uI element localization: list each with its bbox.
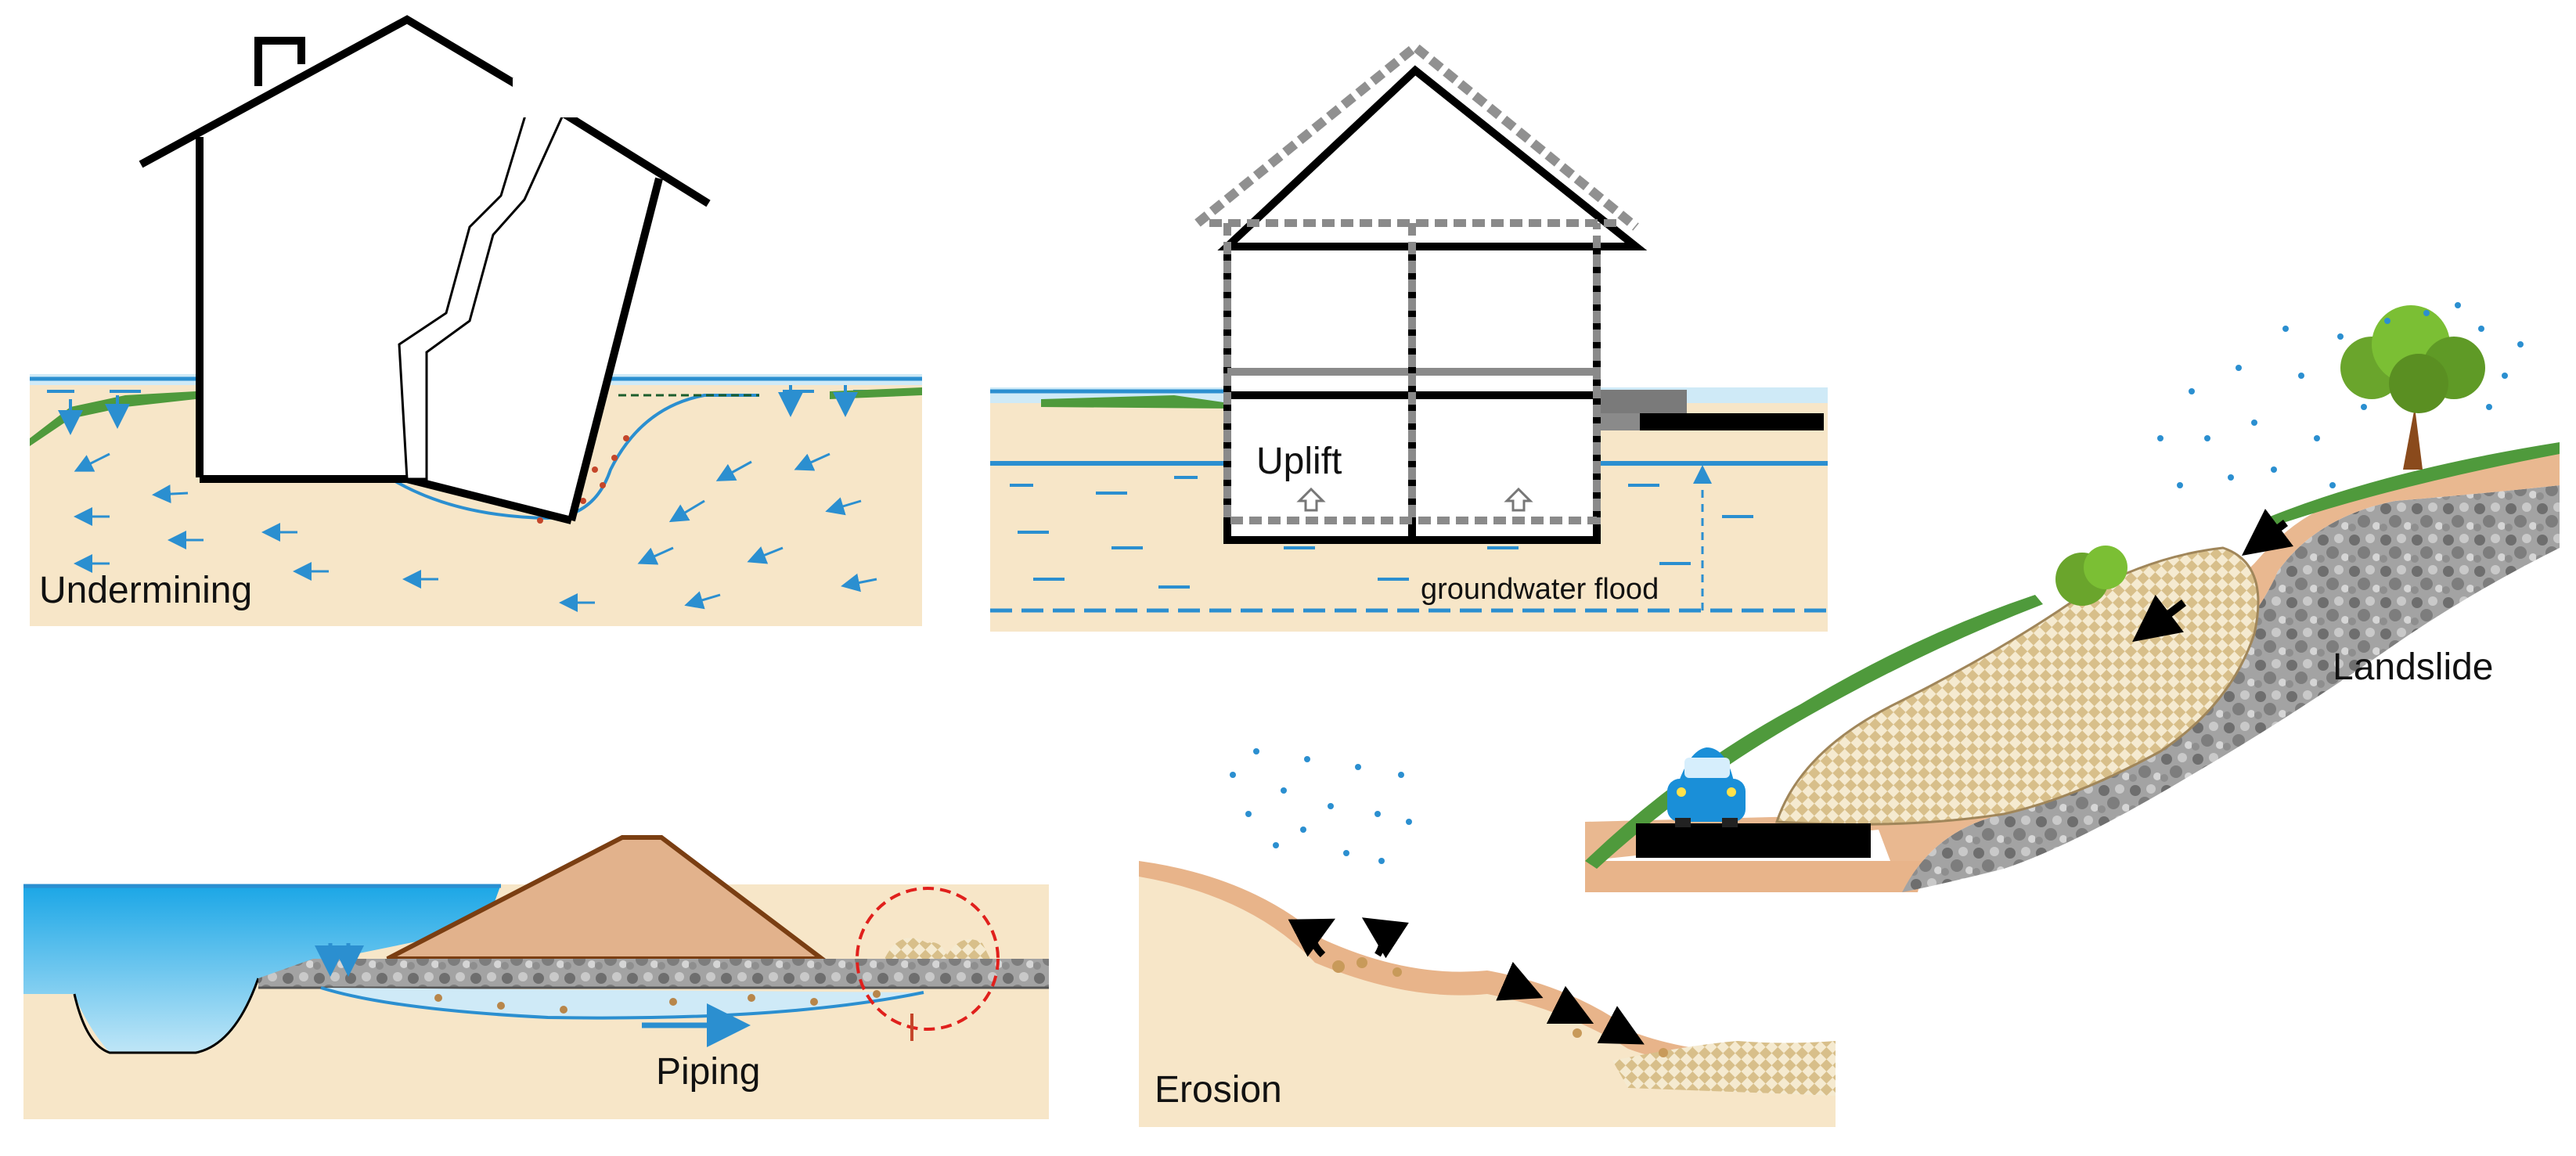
sand-boil bbox=[884, 938, 990, 959]
groundwater-flood-label: groundwater flood bbox=[1421, 573, 1659, 606]
erosion-label: Erosion bbox=[1155, 1069, 1282, 1111]
tree-icon bbox=[2340, 305, 2485, 470]
groundwater-dashes bbox=[1010, 476, 1753, 589]
landslide-panel bbox=[1585, 302, 2560, 892]
landslide-base-soil bbox=[1585, 861, 1926, 892]
erosion-rain bbox=[1230, 748, 1412, 864]
undermining-label: Undermining bbox=[39, 570, 252, 611]
eroded-band bbox=[1139, 861, 1836, 1080]
river-water bbox=[23, 884, 501, 1053]
bush-icon bbox=[2055, 546, 2127, 606]
car-icon bbox=[1667, 747, 1746, 827]
piping-panel bbox=[23, 835, 1049, 1119]
uplift-panel bbox=[990, 41, 1828, 632]
scour-hole bbox=[390, 394, 759, 520]
gravel-layer bbox=[258, 959, 1049, 988]
landslide-label: Landslide bbox=[2333, 646, 2494, 688]
warning-circle bbox=[856, 887, 1000, 1031]
seepage-flow-arrows bbox=[74, 452, 877, 612]
house-crack bbox=[398, 92, 565, 481]
piping-label: Piping bbox=[656, 1051, 760, 1093]
landslide-rain bbox=[2157, 302, 2524, 488]
uplift-label: Uplift bbox=[1256, 441, 1342, 482]
erosion-panel bbox=[1139, 748, 1836, 1127]
deposited-sediment bbox=[1612, 1041, 1836, 1096]
uplift-arrow-icons bbox=[1296, 487, 1533, 512]
undermining-panel bbox=[30, 15, 922, 626]
pipe-channel bbox=[320, 986, 924, 1020]
